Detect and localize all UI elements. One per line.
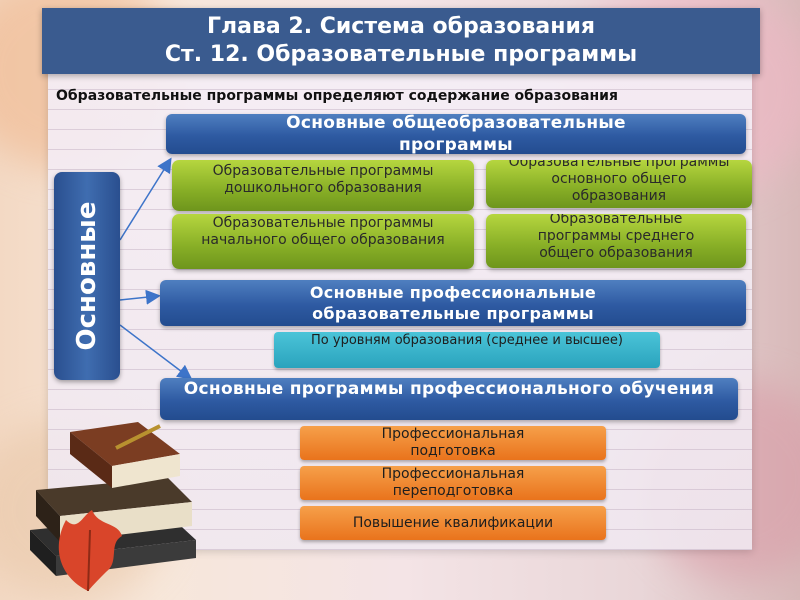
- secondary-general-programs-box: Образовательные программы среднего общег…: [486, 214, 746, 268]
- basic-general-programs-box: Образовательные программы основного обще…: [486, 160, 752, 208]
- primary-general-programs-box: Образовательные программы начального общ…: [172, 214, 474, 269]
- arrow-to-general: [119, 157, 172, 241]
- main-programs-label: Основные: [54, 172, 120, 380]
- education-levels-box: По уровням образования (среднее и высшее…: [274, 332, 660, 368]
- slide-subtitle: Образовательные программы определяют сод…: [56, 88, 618, 104]
- vocational-training-box: Профессиональная подготовка: [300, 426, 606, 460]
- chapter-title: Глава 2. Система образования: [207, 14, 595, 39]
- general-programs-title: Основные общеобразовательные программы: [166, 114, 746, 154]
- slide-header: Глава 2. Система образования Ст. 12. Обр…: [42, 8, 760, 74]
- qualification-upgrade-box: Повышение квалификации: [300, 506, 606, 540]
- professional-programs-title: Основные профессиональные образовательны…: [160, 280, 746, 326]
- arrow-to-training: [119, 324, 193, 380]
- side-label-text: Основные: [72, 201, 102, 351]
- retraining-box: Профессиональная переподготовка: [300, 466, 606, 500]
- arrow-to-professional: [119, 289, 161, 305]
- autumn-leaf-icon: [58, 510, 122, 592]
- vocational-training-title: Основные программы профессионального обу…: [160, 378, 738, 420]
- article-title: Ст. 12. Образовательные программы: [164, 42, 638, 67]
- preschool-programs-box: Образовательные программы дошкольного об…: [172, 160, 474, 211]
